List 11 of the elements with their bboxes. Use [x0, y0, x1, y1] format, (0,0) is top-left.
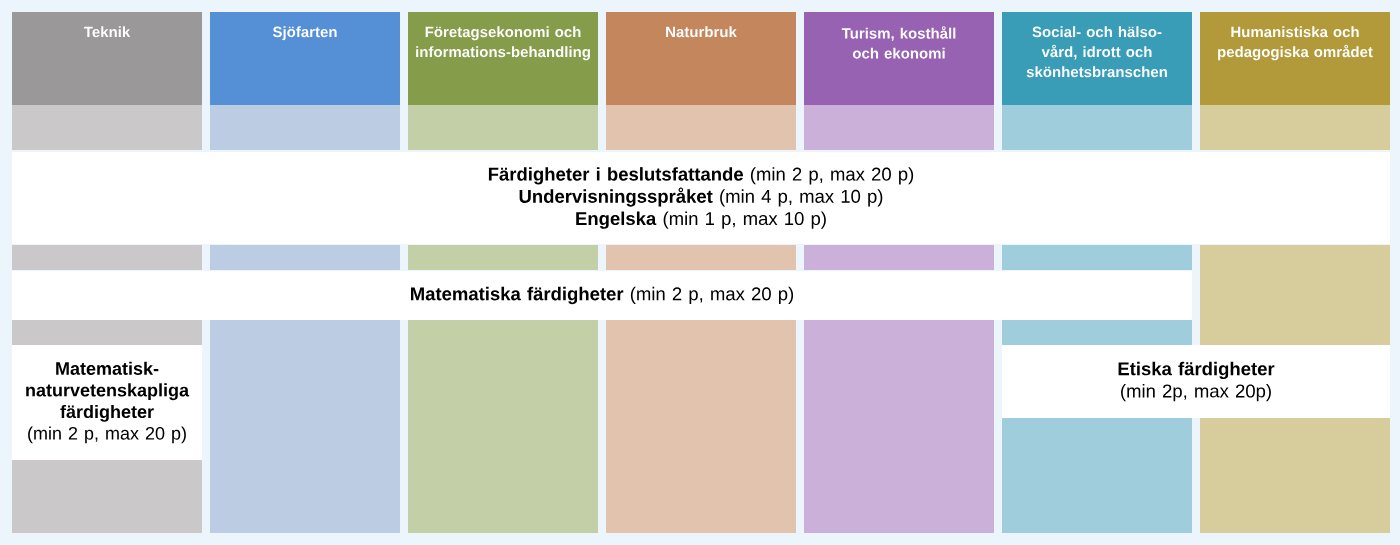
column-header: Naturbruk [606, 12, 796, 105]
column-header: Social- och hälso-vård, idrott och skönhetsbranschen [1002, 12, 1192, 105]
column-header: Humanistiska och pedagogiska området [1200, 12, 1390, 105]
column-header: Sjöfarten [210, 12, 400, 105]
column-header: Teknik [12, 12, 202, 105]
text-band: Etiska färdigheter (min 2p, max 20p) [1002, 345, 1390, 418]
text-band: Matematisk-naturvetenskapliga färdigheter (min 2 p, max 20 p) [12, 345, 202, 460]
column-header: Turism, kosthåll och ekonomi [804, 12, 994, 105]
column-header: Företagsekonomi och informations-behandling [408, 12, 598, 105]
text-band: Färdigheter i beslutsfattande (min 2 p, max 20 p) Undervisningsspråket (min 4 p, max 10 p) Engelska (min 1 p, max 10 p) [12, 152, 1390, 244]
text-band: Matematiska färdigheter (min 2 p, max 20 p) [12, 271, 1192, 320]
